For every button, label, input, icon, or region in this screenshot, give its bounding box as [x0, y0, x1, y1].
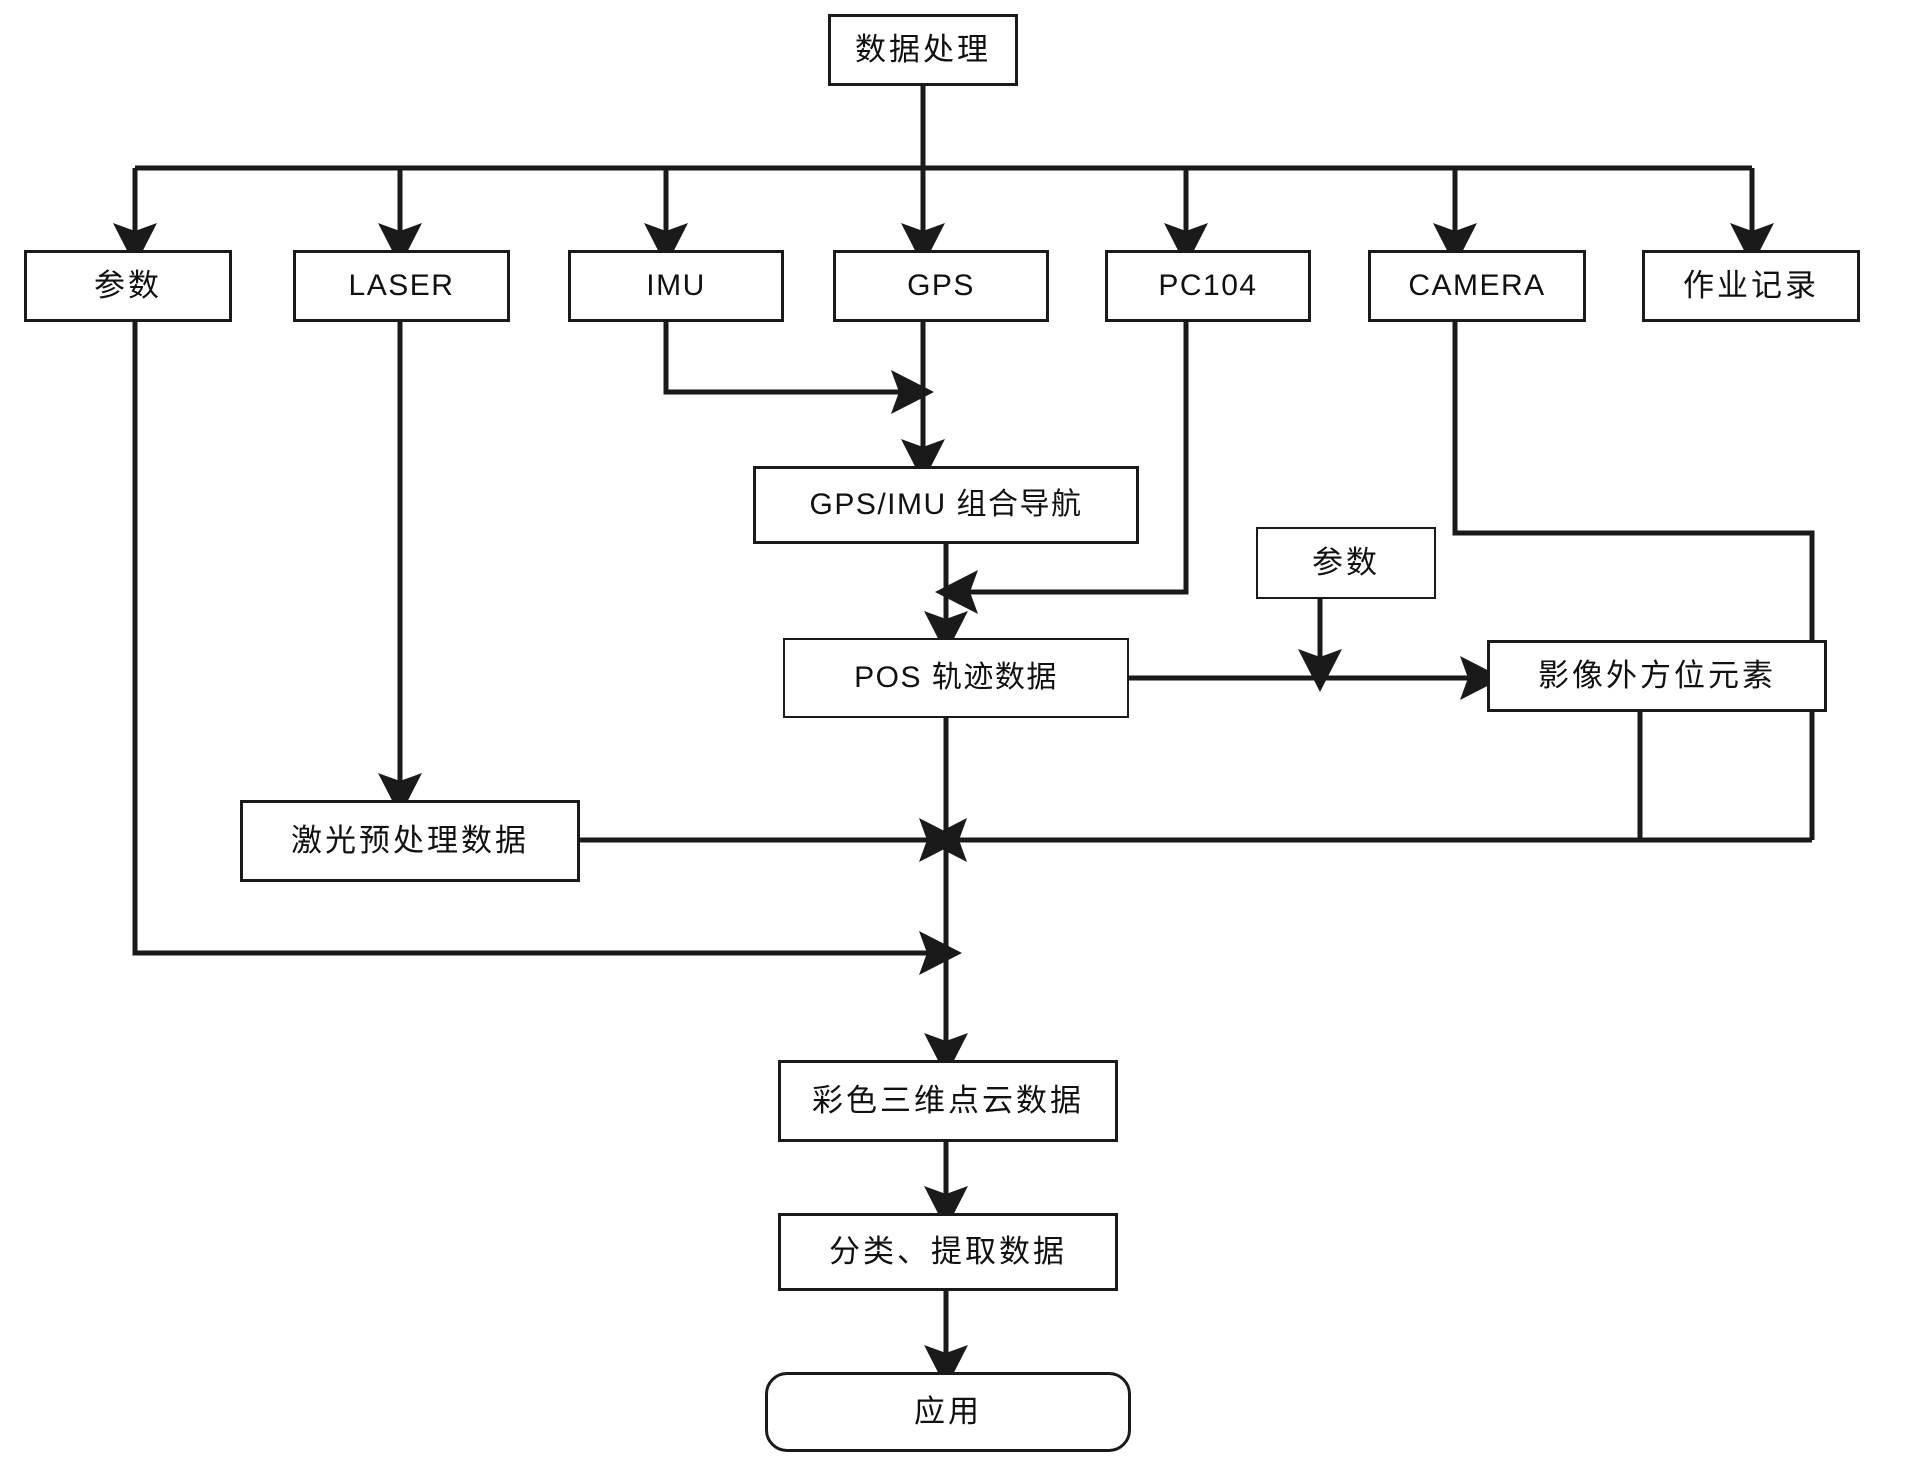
- node-pc104[interactable]: PC104: [1105, 250, 1311, 322]
- node-exterior-orientation[interactable]: 影像外方位元素: [1487, 640, 1827, 712]
- node-gps-imu-navigation[interactable]: GPS/IMU 组合导航: [753, 466, 1139, 544]
- node-laser[interactable]: LASER: [293, 250, 510, 322]
- node-gps[interactable]: GPS: [833, 250, 1049, 322]
- node-laser-preprocessed-data[interactable]: 激光预处理数据: [240, 800, 580, 882]
- node-data-processing[interactable]: 数据处理: [828, 14, 1018, 86]
- node-param-mid[interactable]: 参数: [1256, 527, 1436, 599]
- wire-imu-to-gpsimu: [663, 322, 935, 414]
- wire-camera-to-merge: [1452, 322, 1815, 840]
- node-application[interactable]: 应用: [765, 1372, 1131, 1452]
- node-color-3d-point-cloud[interactable]: 彩色三维点云数据: [778, 1060, 1118, 1142]
- node-classify-extract-data[interactable]: 分类、提取数据: [778, 1213, 1118, 1291]
- node-pos-trajectory-data[interactable]: POS 轨迹数据: [783, 638, 1129, 718]
- wire-pc104-to-pos: [934, 322, 1189, 614]
- node-param-top[interactable]: 参数: [24, 250, 232, 322]
- node-work-record[interactable]: 作业记录: [1642, 250, 1860, 322]
- node-imu[interactable]: IMU: [568, 250, 784, 322]
- node-camera[interactable]: CAMERA: [1368, 250, 1586, 322]
